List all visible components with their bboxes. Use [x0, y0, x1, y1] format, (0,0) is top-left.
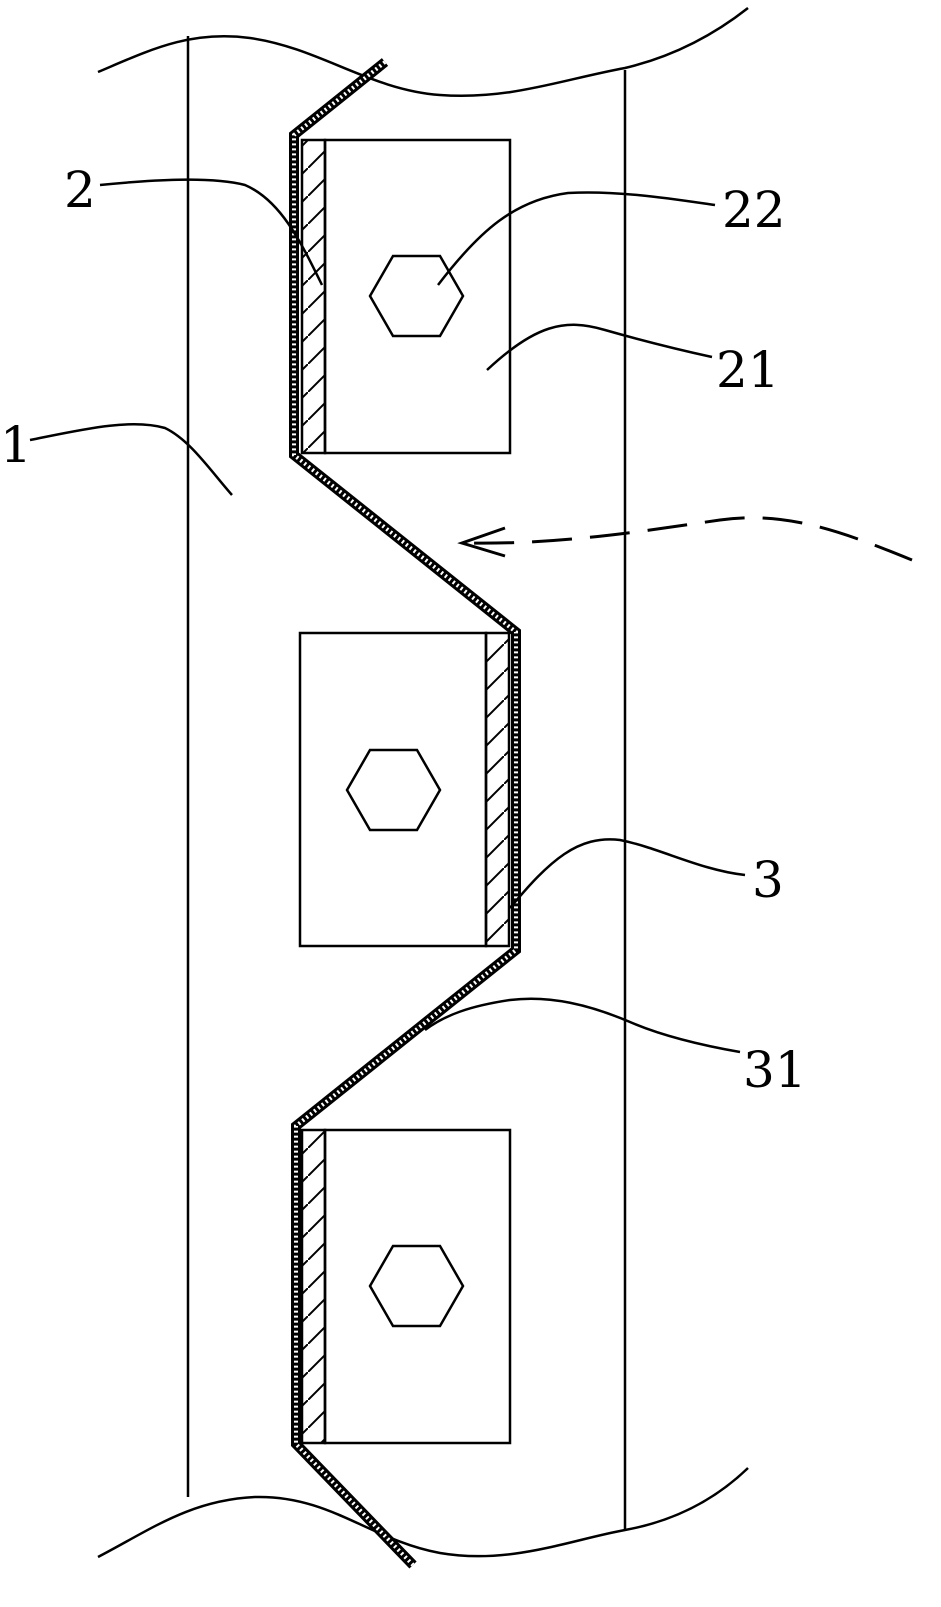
- block-bottom-gasket: [300, 1128, 327, 1445]
- direction-arrowhead-icon: [457, 526, 506, 558]
- leader-1: [29, 423, 233, 496]
- bottom-break-line: [97, 1467, 749, 1559]
- block-top-hex-icon: [368, 254, 465, 338]
- block-middle-hex-icon: [345, 748, 442, 832]
- leader-31: [424, 997, 741, 1054]
- direction-arrow-shaft: [464, 516, 913, 562]
- leader-21: [486, 323, 713, 371]
- label-22: 22: [722, 181, 786, 239]
- main-body: [97, 7, 749, 1559]
- leader-3: [509, 838, 746, 909]
- seal-strip: [289, 58, 521, 1569]
- block-bottom: [300, 1128, 512, 1445]
- label-21: 21: [716, 341, 780, 399]
- label-2: 2: [64, 161, 96, 219]
- block-middle-gasket: [484, 631, 511, 948]
- leader-lines: [29, 178, 746, 1054]
- block-middle: [298, 631, 511, 948]
- block-top-gasket: [300, 138, 327, 455]
- label-3: 3: [752, 851, 784, 909]
- block-top: [300, 138, 512, 455]
- reference-labels: 1 2 22 21 3 31: [0, 161, 807, 1099]
- label-1: 1: [0, 416, 32, 474]
- seal-strip-inner: [292, 60, 518, 1567]
- top-break-line: [97, 7, 749, 97]
- leader-22: [437, 191, 716, 286]
- direction-arrow: [457, 516, 913, 562]
- label-31: 31: [743, 1041, 807, 1099]
- leader-2: [99, 178, 324, 286]
- block-bottom-hex-icon: [368, 1244, 465, 1328]
